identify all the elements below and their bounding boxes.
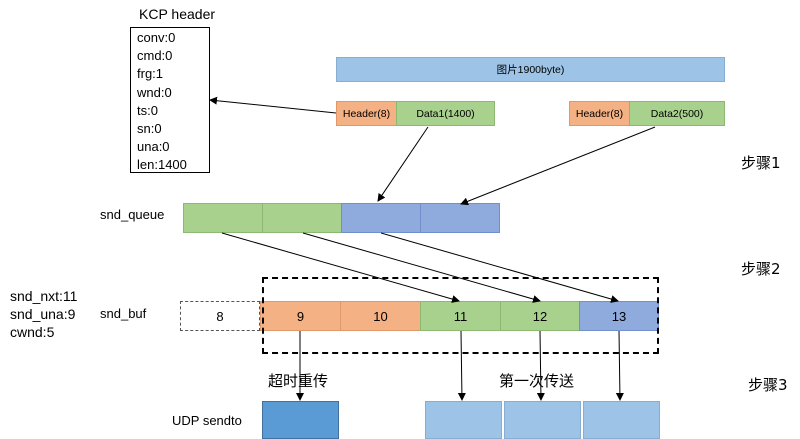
udp-packet-12: [504, 401, 581, 439]
arrow-queue-to-buf-11: [221, 232, 460, 303]
kcp-header-title: KCP header: [139, 6, 216, 22]
step2-label: 步骤2: [741, 260, 781, 278]
kcp-field-wnd: wnd:0: [137, 84, 172, 100]
packet2-data-label: Data2(500): [650, 107, 704, 120]
packet2-data: Data2(500): [629, 101, 725, 126]
snd-queue-segment: [183, 203, 263, 233]
packet1-data: Data1(1400): [396, 101, 495, 126]
snd-buf-cell-10: 10: [340, 301, 421, 331]
packet2-header-label: Header(8): [575, 107, 624, 120]
udp-sendto-label: UDP sendto: [172, 413, 242, 428]
snd-buf-cell-11: 11: [420, 301, 501, 331]
kcp-field-una: una:0: [137, 139, 170, 155]
snd-buf-cell-8: 8: [180, 301, 260, 331]
step3-label: 步骤3: [748, 376, 788, 394]
snd-buf-cell-13: 13: [579, 301, 659, 331]
packet1-data-label: Data1(1400): [416, 107, 475, 120]
cwnd-label: cwnd:5: [10, 324, 55, 340]
kcp-field-sn: sn:0: [137, 121, 162, 137]
image-payload-label: 图片1900byte): [496, 64, 565, 76]
kcp-field-cmd: cmd:0: [137, 48, 173, 64]
retransmit-label: 超时重传: [268, 372, 329, 390]
kcp-field-conv: conv:0: [137, 30, 176, 45]
arrow-data1-to-queue: [377, 126, 429, 202]
packet1-header-label: Header(8): [342, 107, 391, 120]
arrow-buf12-to-udp: [536, 330, 545, 401]
snd-queue-segment: [262, 203, 342, 233]
snd-una-label: snd_una:9: [10, 306, 76, 322]
snd-nxt-label: snd_nxt:11: [10, 288, 78, 304]
snd-queue-label: snd_queue: [100, 207, 165, 222]
udp-packet-11: [425, 401, 502, 439]
image-payload-bar: 图片1900byte): [336, 57, 725, 82]
kcp-field-frg: frg:1: [137, 66, 164, 82]
arrow-data1-to-header: [209, 96, 337, 114]
arrow-queue-to-buf-12: [302, 232, 541, 303]
first-send-label: 第一次传送: [499, 372, 575, 390]
snd-queue-segment: [420, 203, 500, 233]
arrow-data2-to-queue: [460, 126, 656, 206]
step1-label: 步骤1: [741, 154, 781, 172]
snd-buf-label: snd_buf: [100, 306, 147, 321]
arrow-buf11-to-udp: [457, 330, 466, 401]
snd-buf-cell-9: 9: [260, 301, 341, 331]
arrow-buf13-to-udp: [615, 330, 624, 401]
kcp-field-len: len:1400: [137, 157, 187, 173]
kcp-field-ts: ts:0: [137, 102, 158, 118]
arrow-queue-to-buf-13: [380, 232, 619, 303]
